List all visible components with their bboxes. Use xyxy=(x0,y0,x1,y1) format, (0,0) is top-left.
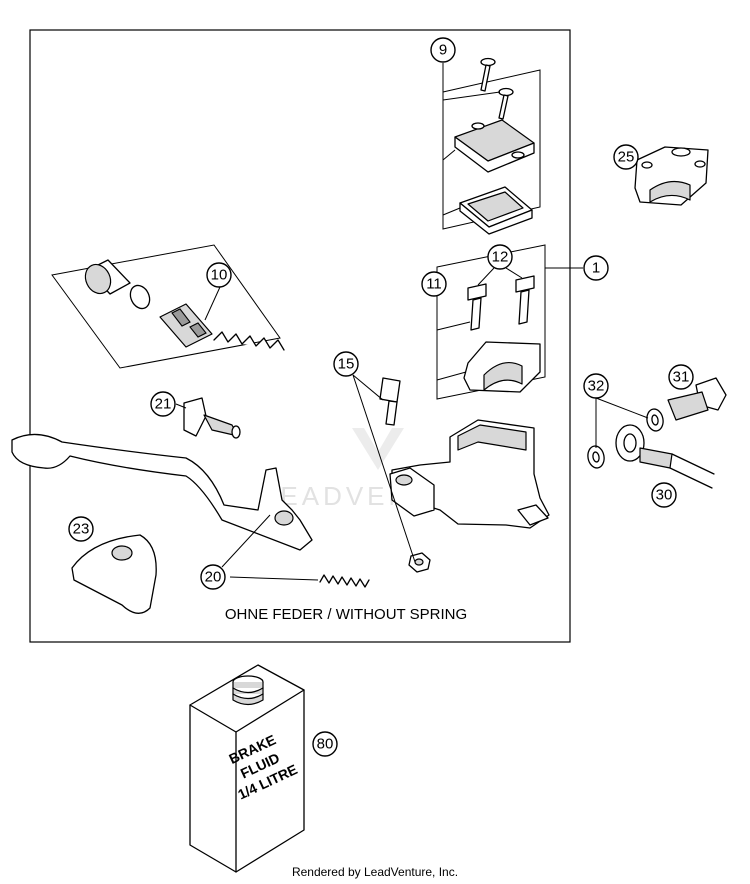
callout-1: 1 xyxy=(583,255,609,281)
svg-text:15: 15 xyxy=(338,356,355,373)
svg-text:21: 21 xyxy=(155,396,172,413)
part-11-clamp xyxy=(463,341,541,393)
callout-80: 80 xyxy=(312,731,338,757)
part-80-brake-fluid-bottle: BRAKE FLUID 1/4 LITRE xyxy=(189,664,305,873)
callout-21: 21 xyxy=(150,391,176,417)
callout-15: 15 xyxy=(333,351,359,377)
svg-text:9: 9 xyxy=(439,42,447,59)
part-11-bolt xyxy=(467,283,487,331)
part-25-clamp xyxy=(634,146,709,206)
part-31-banjo-bolt xyxy=(667,377,727,421)
svg-text:25: 25 xyxy=(618,149,635,166)
part-15-bolt xyxy=(379,377,401,426)
callout-10: 10 xyxy=(206,262,232,288)
callout-20: 20 xyxy=(200,564,226,590)
part-10-boot xyxy=(84,259,131,295)
part-9-screw-a xyxy=(480,57,496,92)
part-20-spring xyxy=(319,574,370,588)
svg-text:30: 30 xyxy=(656,487,673,504)
part-30-brake-line xyxy=(615,424,715,489)
part-20-lever xyxy=(11,433,313,551)
svg-text:11: 11 xyxy=(426,276,442,293)
part-32-washer-b xyxy=(587,445,605,469)
part-32-washer-a xyxy=(646,408,664,432)
svg-text:31: 31 xyxy=(673,369,690,386)
part-9-reservoir-cover xyxy=(454,119,535,173)
callout-23: 23 xyxy=(68,516,94,542)
note-without-spring: OHNE FEDER / WITHOUT SPRING xyxy=(225,606,467,623)
part-23-cover xyxy=(71,534,157,614)
svg-text:20: 20 xyxy=(205,569,222,586)
callout-12: 12 xyxy=(487,244,513,270)
part-21-adjuster xyxy=(183,397,241,439)
part-9-diaphragm xyxy=(459,186,533,235)
callout-11: 11 xyxy=(421,271,447,297)
svg-text:10: 10 xyxy=(211,267,228,284)
callout-30: 30 xyxy=(651,482,677,508)
callout-32: 32 xyxy=(583,373,609,399)
part-10-spring xyxy=(213,331,285,351)
part-9-screw-b xyxy=(498,87,514,120)
part-15-nut xyxy=(408,552,431,573)
part-10-piston xyxy=(159,303,213,348)
kit-10-outline xyxy=(51,244,281,369)
svg-text:23: 23 xyxy=(73,521,90,538)
part-12-bolt xyxy=(515,275,535,325)
svg-text:1: 1 xyxy=(592,260,600,277)
svg-text:32: 32 xyxy=(588,378,605,395)
svg-text:12: 12 xyxy=(492,249,509,266)
assembly-frame xyxy=(29,29,571,643)
footer-credit: Rendered by LeadVenture, Inc. xyxy=(292,865,458,879)
leader-lines xyxy=(175,63,649,581)
svg-text:80: 80 xyxy=(317,736,334,753)
callout-9: 9 xyxy=(430,37,456,63)
callout-25: 25 xyxy=(613,144,639,170)
part-10-circlip xyxy=(129,284,151,310)
part-1-master-cylinder xyxy=(389,419,550,529)
callout-31: 31 xyxy=(668,364,694,390)
